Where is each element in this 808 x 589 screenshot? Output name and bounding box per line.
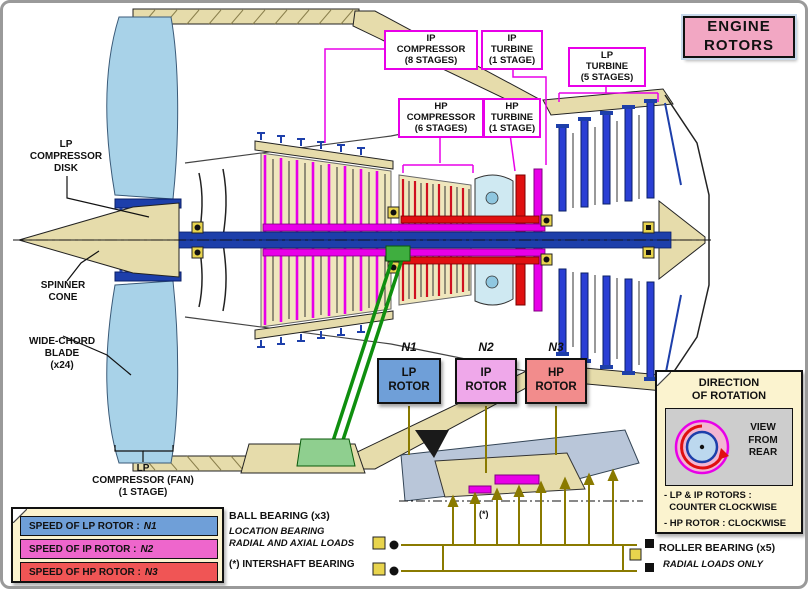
label-spinner-cone: SPINNER CONE [40, 280, 86, 303]
legend-lp-value: N1 [143, 520, 157, 532]
label-hp-compressor: HP COMPRESSOR (6 STAGES) [398, 98, 484, 138]
label-lp-compressor-disk: LP COMPRESSOR DISK [29, 139, 103, 174]
stage-brackets [324, 48, 659, 173]
intershaft-bearing-note: (*) INTERSHAFT BEARING [229, 559, 355, 570]
rotor-n1-box: LP ROTOR [377, 358, 441, 404]
rotor-n1-name: LP ROTOR [388, 367, 430, 393]
note-hp-rotation: - HP ROTOR : CLOCKWISE [664, 518, 787, 529]
label-lp-compressor-fan: LP COMPRESSOR (FAN) (1 STAGE) [92, 463, 194, 498]
rotor-n2-name: IP ROTOR [465, 367, 507, 393]
rear-bearing-detail [399, 429, 643, 502]
legend-hp-text: SPEED OF HP ROTOR : [29, 566, 141, 578]
title-box: ENGINE ROTORS [683, 16, 795, 58]
speed-legend: SPEED OF LP ROTOR : N1 SPEED OF IP ROTOR… [11, 507, 224, 583]
figure-title: ENGINE ROTORS [704, 18, 774, 54]
label-lp-turbine: LP TURBINE (5 STAGES) [568, 47, 646, 87]
roller-bearing-note: RADIAL LOADS ONLY [663, 559, 763, 570]
legend-row-lp: SPEED OF LP ROTOR : N1 [20, 516, 218, 536]
roller-bearing-title: ROLLER BEARING (x5) [659, 542, 776, 554]
label-ip-turbine: IP TURBINE (1 STAGE) [481, 30, 543, 70]
label-ip-compressor: IP COMPRESSOR (8 STAGES) [384, 30, 478, 70]
rotor-n1-label: N1 [401, 340, 417, 354]
roller-bearing-symbols [629, 539, 654, 572]
legend-lp-text: SPEED OF LP ROTOR : [29, 520, 140, 532]
accessory-drive-shaft [240, 245, 411, 474]
folded-corner-icon [657, 372, 671, 386]
legend-ip-value: N2 [140, 543, 154, 555]
leader-lines [62, 176, 174, 462]
legend-row-ip: SPEED OF IP ROTOR : N2 [20, 539, 218, 559]
rotation-diagram-icon [674, 419, 730, 475]
direction-title: DIRECTION OF ROTATION [691, 377, 767, 403]
view-from-rear-label: VIEW FROM REAR [748, 422, 778, 458]
rotor-n3-name: HP ROTOR [535, 367, 577, 393]
note-lp-ip-rotation: - LP & IP ROTORS : COUNTER CLOCKWISE [664, 490, 777, 514]
rotor-n3-label: N3 [548, 340, 564, 354]
label-hp-turbine: HP TURBINE (1 STAGE) [483, 98, 541, 138]
engine-cross-section [13, 7, 711, 576]
ball-bearing-note: LOCATION BEARING RADIAL AND AXIAL LOADS [229, 526, 355, 549]
legend-row-hp: SPEED OF HP ROTOR : N3 [20, 562, 218, 582]
label-wide-chord-blade: WIDE-CHORD BLADE (x24) [28, 336, 96, 371]
rotation-view-panel: VIEW FROM REAR [665, 408, 793, 486]
rotor-n3-box: HP ROTOR [525, 358, 587, 404]
direction-of-rotation-panel: DIRECTION OF ROTATION VIEW FROM REAR - L… [655, 370, 803, 534]
rotor-n2-box: IP ROTOR [455, 358, 517, 404]
bearing-arrows [447, 468, 619, 545]
intershaft-mark: (*) [479, 509, 489, 519]
rotor-n2-label: N2 [478, 340, 494, 354]
engine-top-half [17, 7, 711, 242]
legend-hp-value: N3 [144, 566, 158, 578]
legend-ip-text: SPEED OF IP ROTOR : [29, 543, 137, 555]
ball-bearing-symbols [372, 536, 399, 576]
ball-bearing-title: BALL BEARING (x3) [229, 510, 330, 522]
